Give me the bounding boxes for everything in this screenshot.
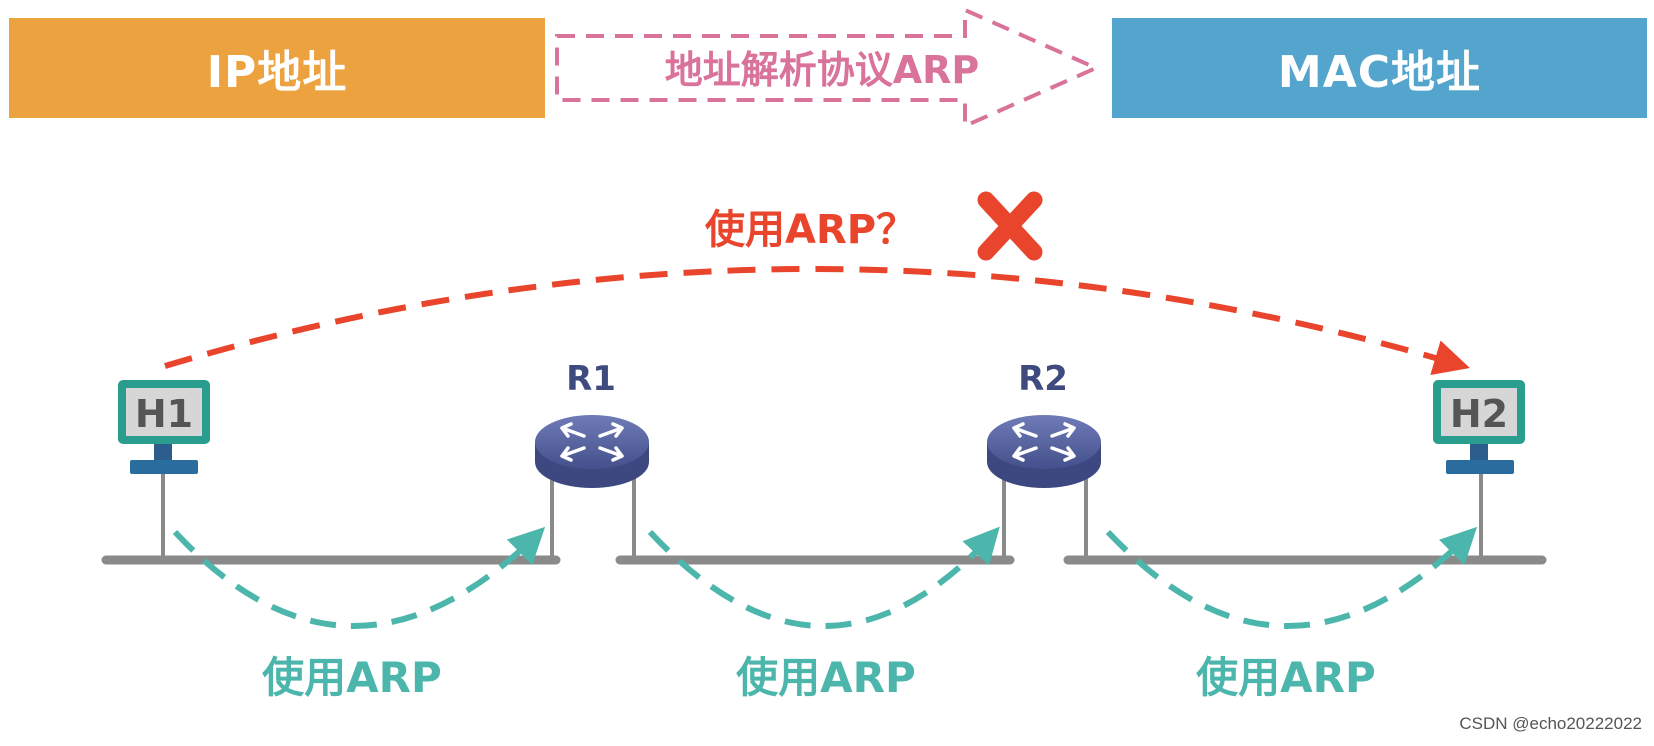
- host-h2-label: H2: [1450, 392, 1508, 436]
- segment-3-label: 使用ARP: [1196, 653, 1376, 702]
- mac-address-label: MAC地址: [1277, 47, 1482, 98]
- router-r1-icon: [535, 415, 649, 488]
- ip-address-label: IP地址: [206, 47, 348, 98]
- ip-address-box: IP地址: [9, 18, 545, 118]
- teal-arc-segment-3: [1105, 526, 1478, 629]
- host-h2-icon: [1433, 380, 1525, 474]
- teal-arc-segment-2: [647, 526, 1000, 629]
- router-r2-icon: [987, 415, 1101, 488]
- host-h1-label: H1: [135, 392, 193, 436]
- teal-arc-segment-1: [172, 526, 546, 629]
- connection-lines: [161, 474, 1483, 558]
- host-h1-icon: [118, 380, 210, 474]
- segment-1-label: 使用ARP: [262, 653, 442, 702]
- red-arc-h1-to-h2: [164, 266, 1470, 376]
- cross-icon: [977, 191, 1043, 261]
- watermark: CSDN @echo20222022: [1459, 714, 1642, 733]
- router-r2-label: R2: [1018, 359, 1068, 399]
- router-r1-label: R1: [566, 359, 616, 399]
- segment-2-label: 使用ARP: [736, 653, 916, 702]
- mac-address-box: MAC地址: [1112, 18, 1647, 118]
- arp-arrow-label: 地址解析协议ARP: [665, 48, 980, 92]
- arp-dashed-arrow: [555, 6, 1101, 130]
- top-question-label: 使用ARP？: [705, 207, 916, 253]
